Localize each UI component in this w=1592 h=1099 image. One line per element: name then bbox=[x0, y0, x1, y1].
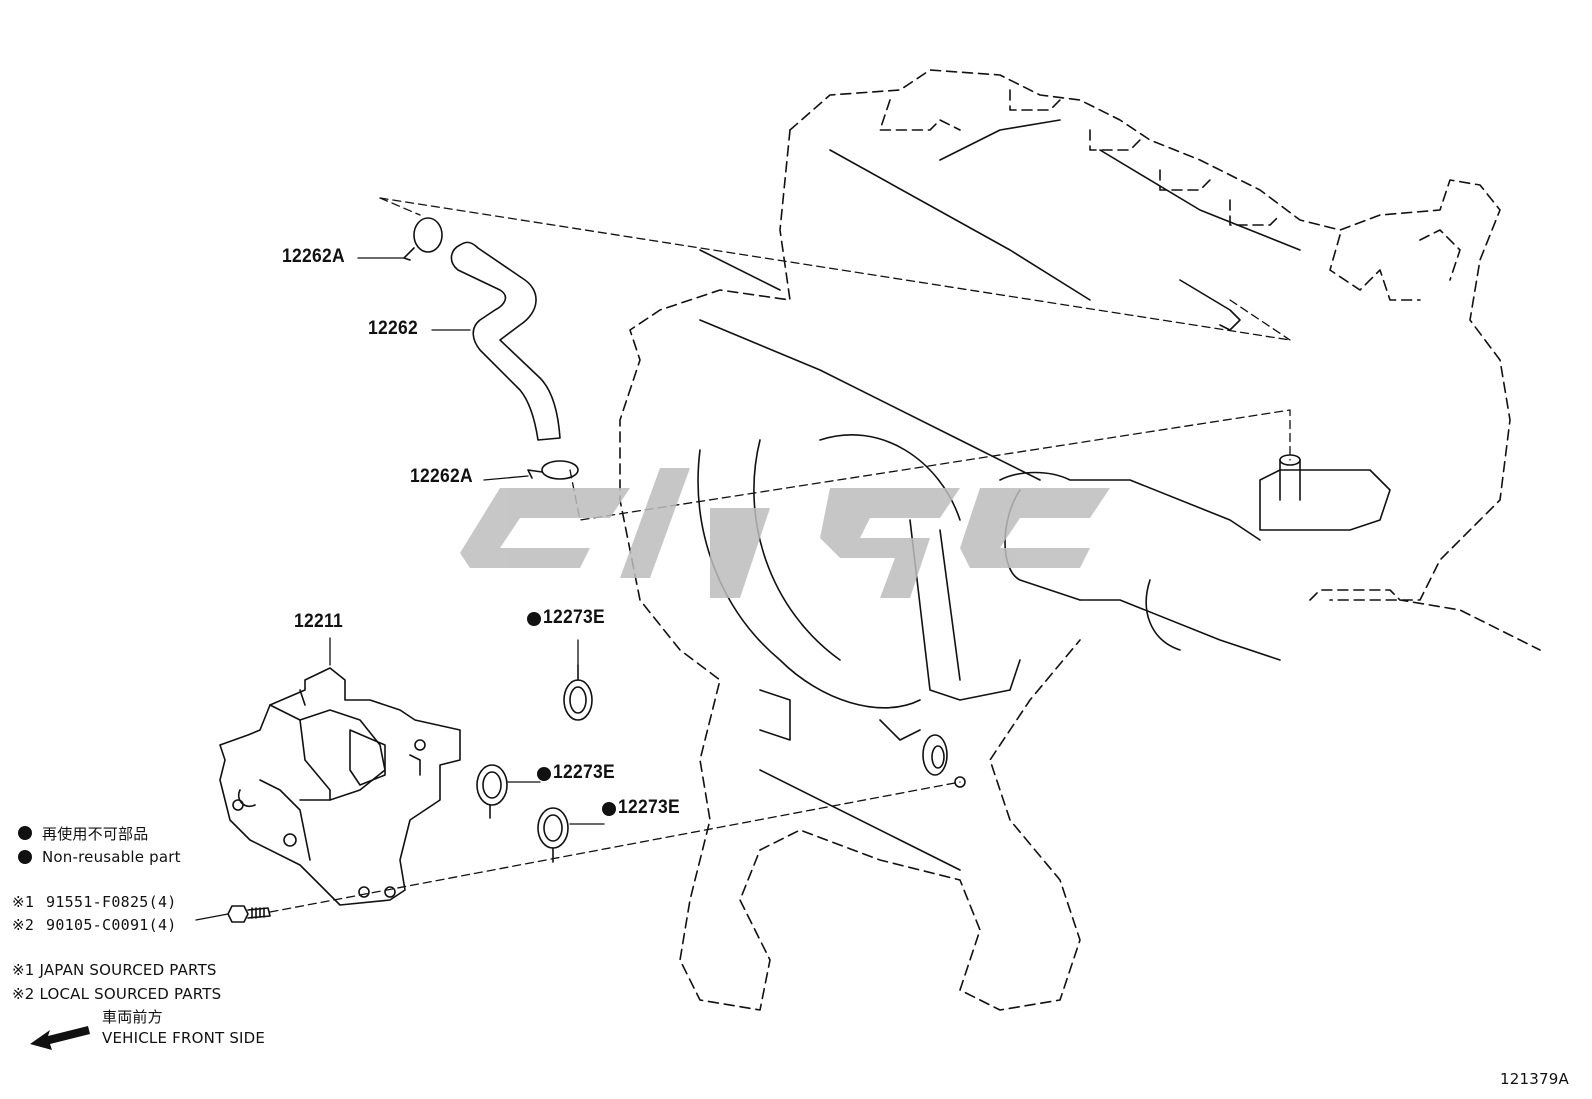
non-reusable-dot-icon bbox=[602, 802, 616, 816]
legend-bullet-icon bbox=[18, 826, 32, 840]
callout-12262: 12262 bbox=[368, 318, 418, 339]
clamp-lower bbox=[527, 460, 579, 480]
engine-intake-body bbox=[697, 119, 1391, 871]
leader-lines bbox=[195, 257, 605, 921]
fastener-pn-1: 91551-F0825(4) bbox=[46, 893, 177, 911]
gasket-3 bbox=[537, 807, 569, 863]
watermark-logo bbox=[460, 468, 1110, 598]
non-reusable-dot-icon bbox=[537, 767, 551, 781]
callout-12273e-2: 12273E bbox=[553, 762, 615, 783]
module-12211 bbox=[219, 667, 461, 906]
fastener-mark-1: ※1 bbox=[12, 893, 35, 911]
front-label-en: VEHICLE FRONT SIDE bbox=[102, 1029, 266, 1047]
non-reusable-dot-icon bbox=[527, 612, 541, 626]
front-label-jp: 車両前方 bbox=[102, 1008, 163, 1026]
illustration-number: 121379A bbox=[1500, 1070, 1569, 1088]
gasket-2 bbox=[476, 764, 508, 819]
fastener-pn-2: 90105-C0091(4) bbox=[46, 916, 177, 934]
legend-non-reusable-en: Non-reusable part bbox=[42, 848, 181, 866]
legend-non-reusable-jp: 再使用不可部品 bbox=[42, 825, 149, 843]
arrow-left-icon bbox=[30, 1026, 90, 1050]
engine-outline bbox=[619, 69, 1541, 1011]
callout-12262a-lower: 12262A bbox=[410, 466, 473, 487]
note-japan-sourced: ※1 JAPAN SOURCED PARTS bbox=[12, 961, 217, 979]
callout-12273e-3: 12273E bbox=[618, 797, 680, 818]
callout-12211: 12211 bbox=[294, 611, 344, 632]
callout-12262a-upper: 12262A bbox=[282, 246, 345, 267]
callout-12273e-1: 12273E bbox=[543, 607, 605, 628]
gasket-1 bbox=[563, 664, 593, 721]
fastener-mark-2: ※2 bbox=[12, 916, 35, 934]
hose-12262 bbox=[450, 241, 561, 441]
bolt bbox=[227, 905, 271, 923]
note-local-sourced: ※2 LOCAL SOURCED PARTS bbox=[12, 985, 222, 1003]
clamp-upper bbox=[403, 217, 443, 261]
legend-bullet-icon bbox=[18, 850, 32, 864]
